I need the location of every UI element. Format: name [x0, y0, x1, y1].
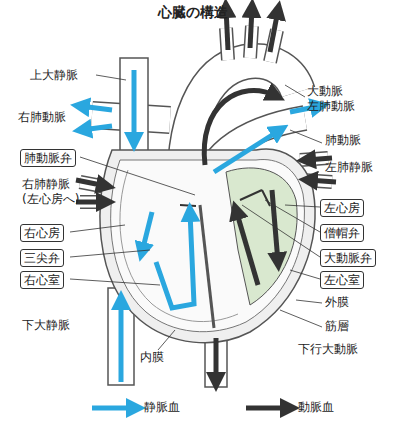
left-ventricle-flow-arrow [236, 210, 258, 285]
part-label: 左肺動脈 [307, 99, 355, 114]
right-ventricle-flow-arrow [156, 212, 194, 308]
leader-line [290, 270, 320, 279]
arterial-arrows [76, 8, 336, 382]
leader-line [70, 250, 150, 257]
leader-line [96, 75, 126, 80]
pulmonary-vein-flow-arrow [76, 200, 106, 205]
valve-leaflets [180, 190, 270, 206]
label-box: 左心房 [320, 199, 364, 217]
box-text: 大動脈弁 [324, 251, 372, 265]
leader-line [70, 279, 160, 285]
box-text: 僧帽弁 [324, 226, 360, 240]
label-box: 左心室 [320, 271, 364, 289]
diagram-title: 心臓の構造 [158, 4, 228, 22]
pulmonary-vein-flow-arrow [76, 180, 106, 186]
endocardium-line [120, 170, 238, 322]
myocardium-layer [111, 160, 305, 332]
rpa-flow-arrow [82, 126, 112, 130]
part-label: 外膜 [325, 295, 349, 310]
part-label: 下大静脈 [22, 318, 70, 333]
box-text: 左心室 [324, 273, 360, 287]
leader-line [70, 225, 125, 232]
descending-aorta-flow-arrow [214, 338, 219, 382]
pulmonary-vein-flow-arrow [306, 158, 332, 160]
part-label: 肺動脈 [325, 133, 361, 148]
legend-venous-sample [92, 406, 136, 411]
box-text: 右心室 [24, 273, 60, 287]
box-text: 右心房 [24, 226, 60, 240]
leader-line [158, 330, 175, 350]
pulmonary-trunk-flow-arrow [214, 130, 280, 172]
right-atrium-flow-arrow [142, 212, 152, 252]
box-text: 三尖弁 [24, 251, 60, 265]
pulmonary-vein-flow-arrow [308, 180, 336, 182]
part-label: 筋層 [325, 319, 349, 334]
label-box: 三尖弁 [20, 249, 64, 267]
rpa-flow-arrow [80, 106, 112, 110]
box-text: 左心房 [324, 201, 360, 215]
leader-lines [70, 75, 322, 350]
aortic-branch-flow-arrow [250, 8, 252, 48]
part-label: 右肺動脈 [18, 110, 66, 125]
legend-text: 動脈血 [298, 400, 334, 415]
label-box: 大動脈弁 [320, 249, 376, 267]
part-label: 下行大動脈 [298, 342, 358, 357]
box-text: 肺動脈弁 [24, 151, 72, 165]
leader-line [80, 157, 195, 195]
part-label: 上大静脈 [30, 68, 78, 83]
leader-line [285, 85, 305, 97]
aortic-arch-flow-arrow [204, 90, 276, 165]
leader-line [290, 130, 322, 143]
aortic-branch-flow-arrow [270, 10, 278, 52]
label-box: 肺動脈弁 [20, 149, 76, 167]
pericardium-layer [100, 149, 315, 343]
leader-line [280, 310, 322, 327]
leader-line [296, 300, 322, 303]
label-box: 右心室 [20, 271, 64, 289]
part-label: 右肺静脈 (左心房へ) [22, 177, 86, 207]
septum [200, 205, 214, 328]
leader-line [242, 205, 320, 257]
left-ventricle-wall [226, 168, 297, 305]
leader-line [285, 205, 320, 207]
legend-arterial-sample [246, 406, 290, 411]
leader-line [265, 200, 320, 232]
part-label: 左肺静脈 [325, 160, 373, 175]
ivc-flow-arrow [119, 300, 124, 382]
part-label: 内膜 [140, 350, 164, 365]
part-label: 大動脈 [307, 84, 343, 99]
label-box: 僧帽弁 [320, 224, 364, 242]
label-box: 右心房 [20, 224, 64, 242]
svc-flow-arrow [132, 70, 137, 142]
legend-text: 静脈血 [144, 400, 180, 415]
